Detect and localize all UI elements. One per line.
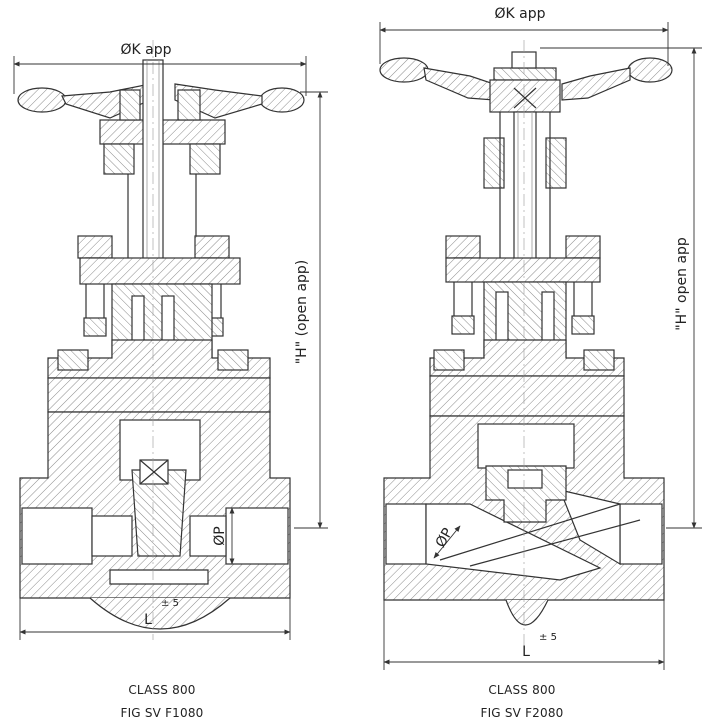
- left-caption-fig: FIG SV F1080: [120, 706, 204, 720]
- left-dimensions: [13, 56, 328, 640]
- right-caption-fig: FIG SV F2080: [480, 706, 564, 720]
- right-dim-k-label: ØK app: [494, 6, 545, 22]
- left-dim-l-label: L: [144, 612, 152, 628]
- left-dim-p-label: ØP: [212, 526, 228, 545]
- left-caption-class: CLASS 800: [128, 683, 196, 697]
- left-dim-h-label: "H" (open app): [294, 260, 310, 365]
- right-caption-class: CLASS 800: [488, 683, 556, 697]
- right-handwheel: [379, 51, 673, 113]
- left-dim-k-label: ØK app: [120, 42, 171, 58]
- left-tolerance-label: ± 5: [161, 598, 179, 609]
- right-dimensions: [379, 22, 702, 670]
- left-valve-drawing: [17, 40, 305, 640]
- right-valve-drawing: [379, 40, 673, 650]
- right-dim-l-label: L: [522, 644, 530, 660]
- right-dim-h-label: "H" open app: [674, 237, 690, 331]
- right-tolerance-label: ± 5: [539, 632, 557, 643]
